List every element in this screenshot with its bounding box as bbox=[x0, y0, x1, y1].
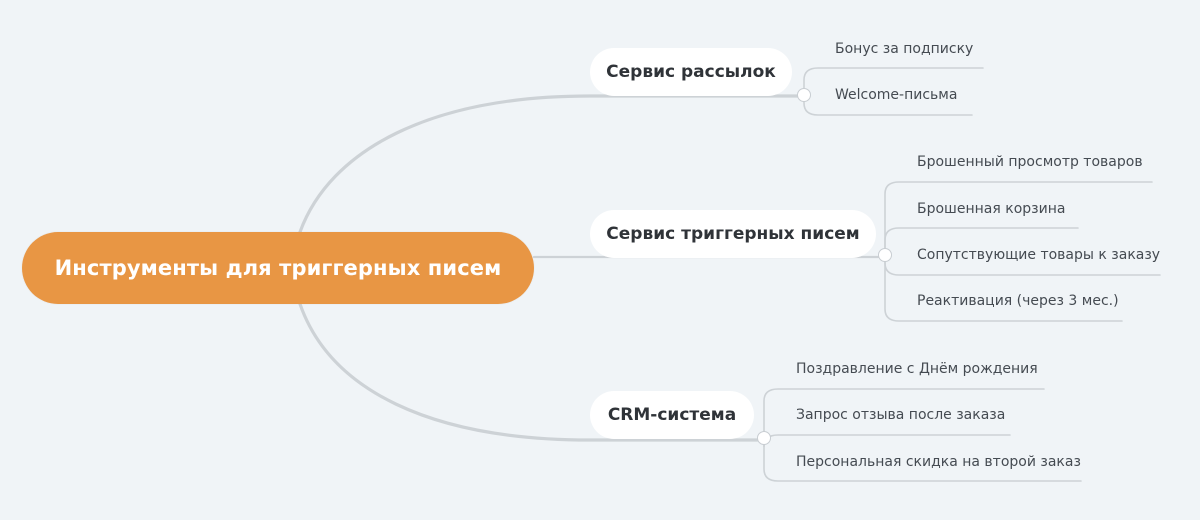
collapse-toggle-icon[interactable] bbox=[797, 88, 811, 102]
connector-branch-to-leaf bbox=[884, 181, 1153, 249]
branch-topic-trigger-service[interactable]: Сервис триггерных писем bbox=[590, 210, 876, 258]
branch-topic-crm-system[interactable]: CRM-система bbox=[590, 391, 754, 439]
collapse-toggle-icon[interactable] bbox=[878, 248, 892, 262]
connector-branch-to-leaf bbox=[884, 261, 1123, 322]
leaf-topic[interactable]: Поздравление с Днём рождения bbox=[796, 361, 1038, 377]
root-topic-label: Инструменты для триггерных писем bbox=[54, 256, 502, 280]
connector-branch-to-leaf bbox=[803, 67, 984, 89]
branch-topic-label: CRM-система bbox=[607, 405, 737, 425]
connector-branch-to-leaf bbox=[763, 430, 1011, 448]
branch-topic-label: Сервис триггерных писем bbox=[606, 224, 860, 244]
root-topic[interactable]: Инструменты для триггерных писем bbox=[22, 232, 534, 304]
leaf-topic[interactable]: Брошенный просмотр товаров bbox=[917, 154, 1143, 170]
connector-root-to-branch bbox=[298, 94, 800, 234]
connector-branch-to-leaf bbox=[803, 101, 973, 116]
leaf-topic[interactable]: Бонус за подписку bbox=[835, 41, 974, 57]
connector-root-to-branch bbox=[298, 302, 760, 442]
connector-branch-to-leaf bbox=[763, 444, 1082, 482]
collapse-toggle-icon[interactable] bbox=[757, 431, 771, 445]
leaf-topic[interactable]: Welcome-письма bbox=[835, 87, 958, 103]
connector-branch-to-leaf bbox=[884, 227, 1079, 249]
leaf-topic[interactable]: Реактивация (через 3 мес.) bbox=[917, 293, 1119, 309]
leaf-topic[interactable]: Запрос отзыва после заказа bbox=[796, 407, 1006, 423]
leaf-topic[interactable]: Сопутствующие товары к заказу bbox=[917, 247, 1161, 263]
leaf-topic[interactable]: Персональная скидка на второй заказ bbox=[796, 454, 1081, 470]
branch-topic-label: Сервис рассылок bbox=[606, 62, 776, 82]
leaf-topic[interactable]: Брошенная корзина bbox=[917, 201, 1066, 217]
branch-topic-mailing-service[interactable]: Сервис рассылок bbox=[590, 48, 792, 96]
connector-branch-to-leaf bbox=[763, 388, 1045, 432]
